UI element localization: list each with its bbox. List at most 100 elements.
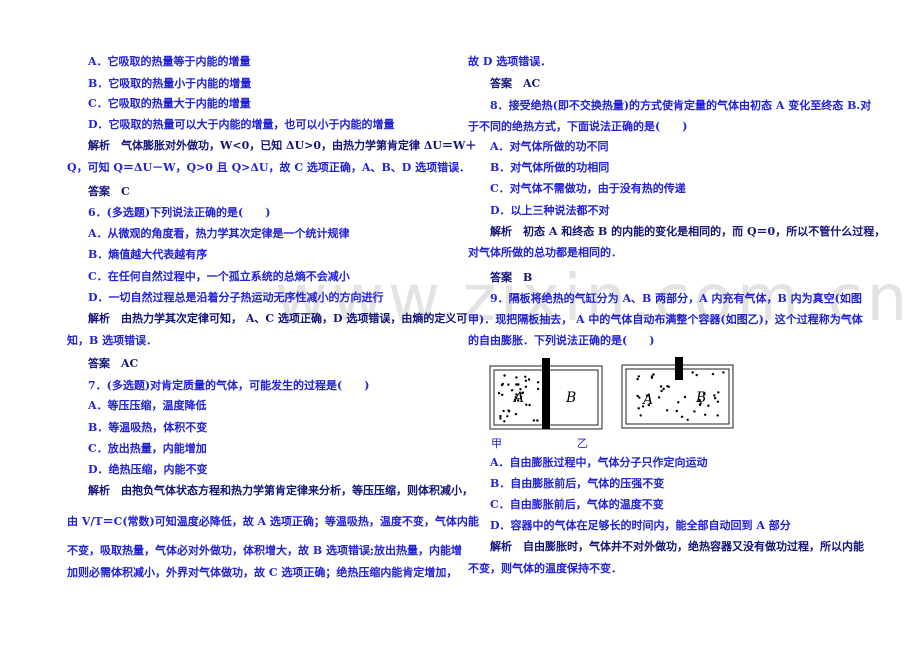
option-line: A．从微观的角度看，热力学其次定律是一个统计规律 bbox=[88, 227, 350, 240]
gas-molecule bbox=[514, 396, 517, 399]
gas-molecule bbox=[713, 394, 716, 397]
analysis-line: 解析 初态 A 和终态 B 的内能的变化是相同的，而 Q＝0，所以不管什么过程， bbox=[490, 225, 886, 238]
option-line: B．熵值越大代表越有序 bbox=[88, 248, 208, 261]
gas-molecule bbox=[497, 392, 501, 395]
gas-molecule bbox=[507, 409, 510, 412]
gas-molecule bbox=[516, 383, 519, 386]
gas-molecule bbox=[506, 415, 509, 418]
gas-molecule bbox=[660, 389, 663, 393]
gas-molecule bbox=[636, 394, 639, 398]
gas-molecule bbox=[499, 414, 502, 418]
gas-molecule bbox=[524, 375, 527, 378]
gas-molecule bbox=[501, 382, 504, 386]
label-b: B bbox=[695, 390, 706, 406]
gas-molecule bbox=[510, 389, 514, 392]
option-line: C．自由膨胀前后，气体的温度不变 bbox=[490, 498, 664, 511]
question-stem: 6．(多选题)下列说法正确的是( ) bbox=[88, 206, 271, 219]
option-line: C．它吸取的热量大于内能的增量 bbox=[88, 97, 251, 110]
gas-molecule bbox=[536, 419, 539, 422]
gas-molecule bbox=[686, 418, 689, 421]
option-line: D．它吸取的热量可以大于内能的增量，也可以小于内能的增量 bbox=[88, 118, 395, 131]
gas-molecule bbox=[677, 401, 680, 404]
option-line: A．对气体所做的功不同 bbox=[490, 140, 609, 153]
text-line: Q，可知 Q＝ΔU－W，Q>0 且 Q>ΔU，故 C 选项正确，A、B、D 选项… bbox=[67, 161, 471, 174]
gas-molecule bbox=[514, 412, 518, 416]
gas-molecule bbox=[536, 387, 540, 391]
gas-molecule bbox=[641, 405, 645, 408]
gas-molecule bbox=[666, 385, 669, 388]
text-line: 知，B 选项错误． bbox=[67, 334, 158, 347]
gas-molecule bbox=[647, 403, 650, 407]
gas-molecule bbox=[652, 373, 655, 376]
label-a: A bbox=[512, 390, 524, 406]
option-line: D．以上三种说法都不对 bbox=[490, 204, 610, 217]
option-line: A．自由膨胀过程中，气体分子只作定向运动 bbox=[490, 456, 708, 469]
text-line: 故 D 选项错误． bbox=[468, 55, 552, 68]
gas-molecule bbox=[703, 392, 706, 395]
gas-molecule bbox=[519, 388, 522, 391]
option-line: C．对气体不需做功，由于没有热的传递 bbox=[490, 182, 686, 195]
gas-molecule bbox=[675, 409, 678, 413]
question-stem: 8．接受绝热(即不交换热量)的方式使肯定量的气体由初态 A 变化至终态 B.对 bbox=[490, 99, 872, 112]
gas-molecule bbox=[665, 409, 669, 412]
gas-molecule bbox=[707, 404, 710, 407]
gas-molecule bbox=[695, 373, 698, 377]
gas-molecule bbox=[693, 410, 696, 413]
gas-molecule bbox=[519, 395, 523, 399]
gas-molecule bbox=[691, 371, 694, 374]
gas-molecule bbox=[502, 409, 505, 413]
caption-jia: 甲 bbox=[491, 437, 502, 450]
gas-molecule bbox=[639, 414, 642, 417]
question-stem: 7．(多选题)对肯定质量的气体，可能发生的过程是( ) bbox=[88, 379, 370, 392]
gas-molecule bbox=[501, 393, 504, 396]
partition bbox=[542, 358, 550, 429]
gas-molecule bbox=[698, 403, 702, 407]
gas-molecule bbox=[650, 376, 654, 379]
analysis-line: 解析 自由膨胀时，气体并不对外做功，绝热容器又没有做功过程，所以内能 bbox=[490, 540, 864, 553]
answer-line: 答案 AC bbox=[490, 77, 541, 90]
option-line: D．绝热压缩，内能不变 bbox=[88, 463, 208, 476]
gas-molecule bbox=[528, 403, 531, 407]
figure-yi: A B bbox=[621, 357, 734, 429]
answer-line: 答案 AC bbox=[88, 357, 139, 370]
gas-molecule bbox=[717, 391, 720, 394]
text-line: 不变，吸取热量，气体必对外做功，体积增大，故 B 选项错误;放出热量，内能增 bbox=[67, 544, 463, 557]
gas-molecule bbox=[716, 400, 720, 403]
gas-molecule bbox=[714, 397, 717, 400]
answer-line: 答案 B bbox=[490, 271, 533, 284]
option-line: B．自由膨胀前后，气体的压强不变 bbox=[490, 477, 665, 490]
text-line: 的自由膨胀．下列说法正确的是( ) bbox=[468, 334, 655, 347]
gas-molecule bbox=[532, 419, 536, 422]
text-line: 甲)．现把隔板抽去， A 中的气体自动布满整个容器(如图乙)，这个过程称为气体 bbox=[468, 313, 863, 326]
gas-molecule bbox=[499, 417, 502, 420]
option-line: B．它吸取的热量小于内能的增量 bbox=[88, 77, 252, 90]
gas-molecule bbox=[683, 395, 687, 399]
gas-molecule bbox=[525, 403, 528, 406]
pulled-partition bbox=[675, 357, 683, 380]
gas-molecule bbox=[662, 387, 665, 391]
gas-molecule bbox=[704, 413, 707, 416]
gas-molecule bbox=[536, 381, 540, 384]
text-line: 由 V/T＝C(常数)可知温度必降低，故 A 选项正确；等温吸热，温度不变，气体… bbox=[67, 515, 479, 528]
option-line: C．放出热量，内能增加 bbox=[88, 442, 207, 455]
gas-molecule bbox=[722, 371, 725, 374]
option-line: A．它吸取的热量等于内能的增量 bbox=[88, 55, 251, 68]
gas-molecule bbox=[680, 415, 684, 418]
text-line: 对气体所做的总功都是相同的． bbox=[468, 246, 622, 259]
gas-molecule bbox=[516, 399, 520, 402]
gas-molecule bbox=[507, 383, 510, 386]
gas-molecule bbox=[524, 379, 528, 382]
gas-molecule bbox=[659, 385, 663, 388]
option-line: B．等温吸热，体积不变 bbox=[88, 421, 208, 434]
gas-molecule bbox=[521, 391, 525, 394]
figure-jia: A B bbox=[489, 358, 603, 430]
label-a: A bbox=[641, 392, 653, 408]
gas-molecule bbox=[637, 407, 640, 410]
question-stem: 9．隔板将绝热的气缸分为 A、B 两部分，A 内充有气体，B 内为真空(如图 bbox=[490, 292, 862, 305]
gas-molecule bbox=[527, 378, 531, 381]
gas-molecule bbox=[645, 394, 649, 397]
option-line: A．等压压缩，温度降低 bbox=[88, 399, 207, 412]
analysis-line: 解析 由热力学其次定律可知， A、C 选项正确，D 选项错误，由熵的定义可 bbox=[88, 312, 468, 325]
gas-molecule bbox=[698, 399, 701, 402]
gas-molecule bbox=[503, 374, 506, 377]
